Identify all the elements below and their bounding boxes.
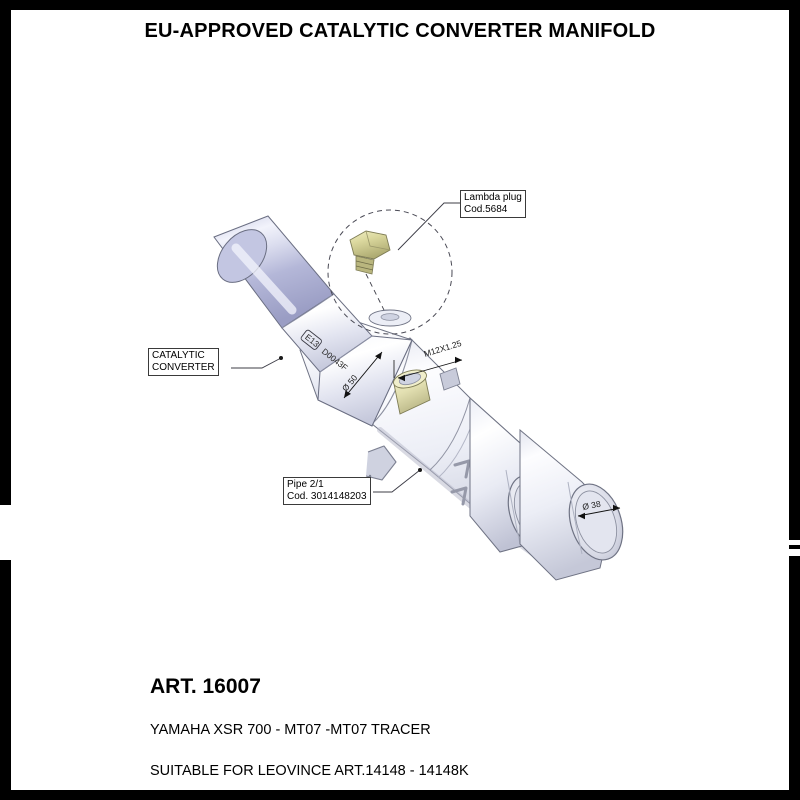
callout-pipe: Pipe 2/1 Cod. 3014148203: [283, 477, 371, 505]
border-band-bottom: [0, 790, 800, 800]
model-compatibility: YAMAHA XSR 700 - MT07 -MT07 TRACER: [150, 722, 431, 738]
border-band-right-upper: [789, 0, 800, 540]
border-band-top: [0, 0, 800, 10]
outlet-front-seam: [567, 481, 583, 555]
catalytic-converter: E13 D0043F Ø 50: [213, 215, 413, 427]
detail-circle: [327, 209, 453, 335]
registration-tick-right: [789, 545, 800, 549]
leader-dot-pipe: [418, 468, 422, 472]
mounting-bracket: [365, 445, 397, 481]
callout-catalytic-line1: CATALYTIC: [152, 350, 205, 361]
callout-catalytic-converter: CATALYTIC CONVERTER: [148, 348, 219, 376]
callout-pipe-line2: Cod. 3014148203: [287, 490, 367, 502]
callout-lambda-plug: Lambda plug Cod.5684: [460, 190, 526, 218]
converter-seam-1: [281, 293, 335, 329]
leader-dot-converter: [279, 356, 283, 360]
leader-lines: [231, 202, 460, 493]
plug-thread-lines: [355, 260, 374, 271]
converter-seam-2: [319, 335, 373, 373]
leader-lambda-plug: [397, 202, 460, 251]
border-band-left-lower: [0, 560, 11, 800]
leader-catalytic-converter: [231, 357, 282, 369]
callout-lambda-line1: Lambda plug: [464, 192, 522, 203]
border-band-left-upper: [0, 0, 11, 505]
outlet-rear-seam: [505, 469, 521, 545]
outlet-pipes: Ø 38: [469, 396, 624, 581]
dimension-outlet-diameter: Ø 38: [577, 499, 621, 520]
article-number: ART. 16007: [150, 675, 261, 698]
brass-plug: [349, 230, 391, 275]
washer-inner: [380, 313, 400, 321]
lambda-plug-detail: [327, 209, 453, 335]
registration-tick-left: [0, 500, 11, 503]
border-band-right-lower: [789, 556, 800, 800]
plug-hex-facets: [365, 230, 391, 251]
pipe-embossed-marking: [450, 459, 471, 506]
outlet-diameter-label: Ø 38: [581, 499, 601, 512]
callout-catalytic-line2: CONVERTER: [152, 361, 215, 373]
converter-highlight: [231, 243, 297, 315]
reference-compatibility: SUITABLE FOR LEOVINCE ART.14148 - 14148K: [150, 763, 469, 779]
page-title: EU-APPROVED CATALYTIC CONVERTER MANIFOLD: [144, 20, 656, 42]
thread-spec-label: M12X1.25: [423, 338, 463, 359]
outlet-front-bore: [574, 490, 618, 554]
pipe-seam-2: [429, 397, 471, 471]
callout-lambda-line2: Cod.5684: [464, 203, 508, 215]
callout-pipe-line1: Pipe 2/1: [287, 479, 324, 490]
sensor-tab: [439, 367, 461, 391]
approval-mark-box: [300, 329, 322, 350]
leader-pipe: [373, 469, 421, 493]
sealing-washer: [368, 309, 412, 327]
